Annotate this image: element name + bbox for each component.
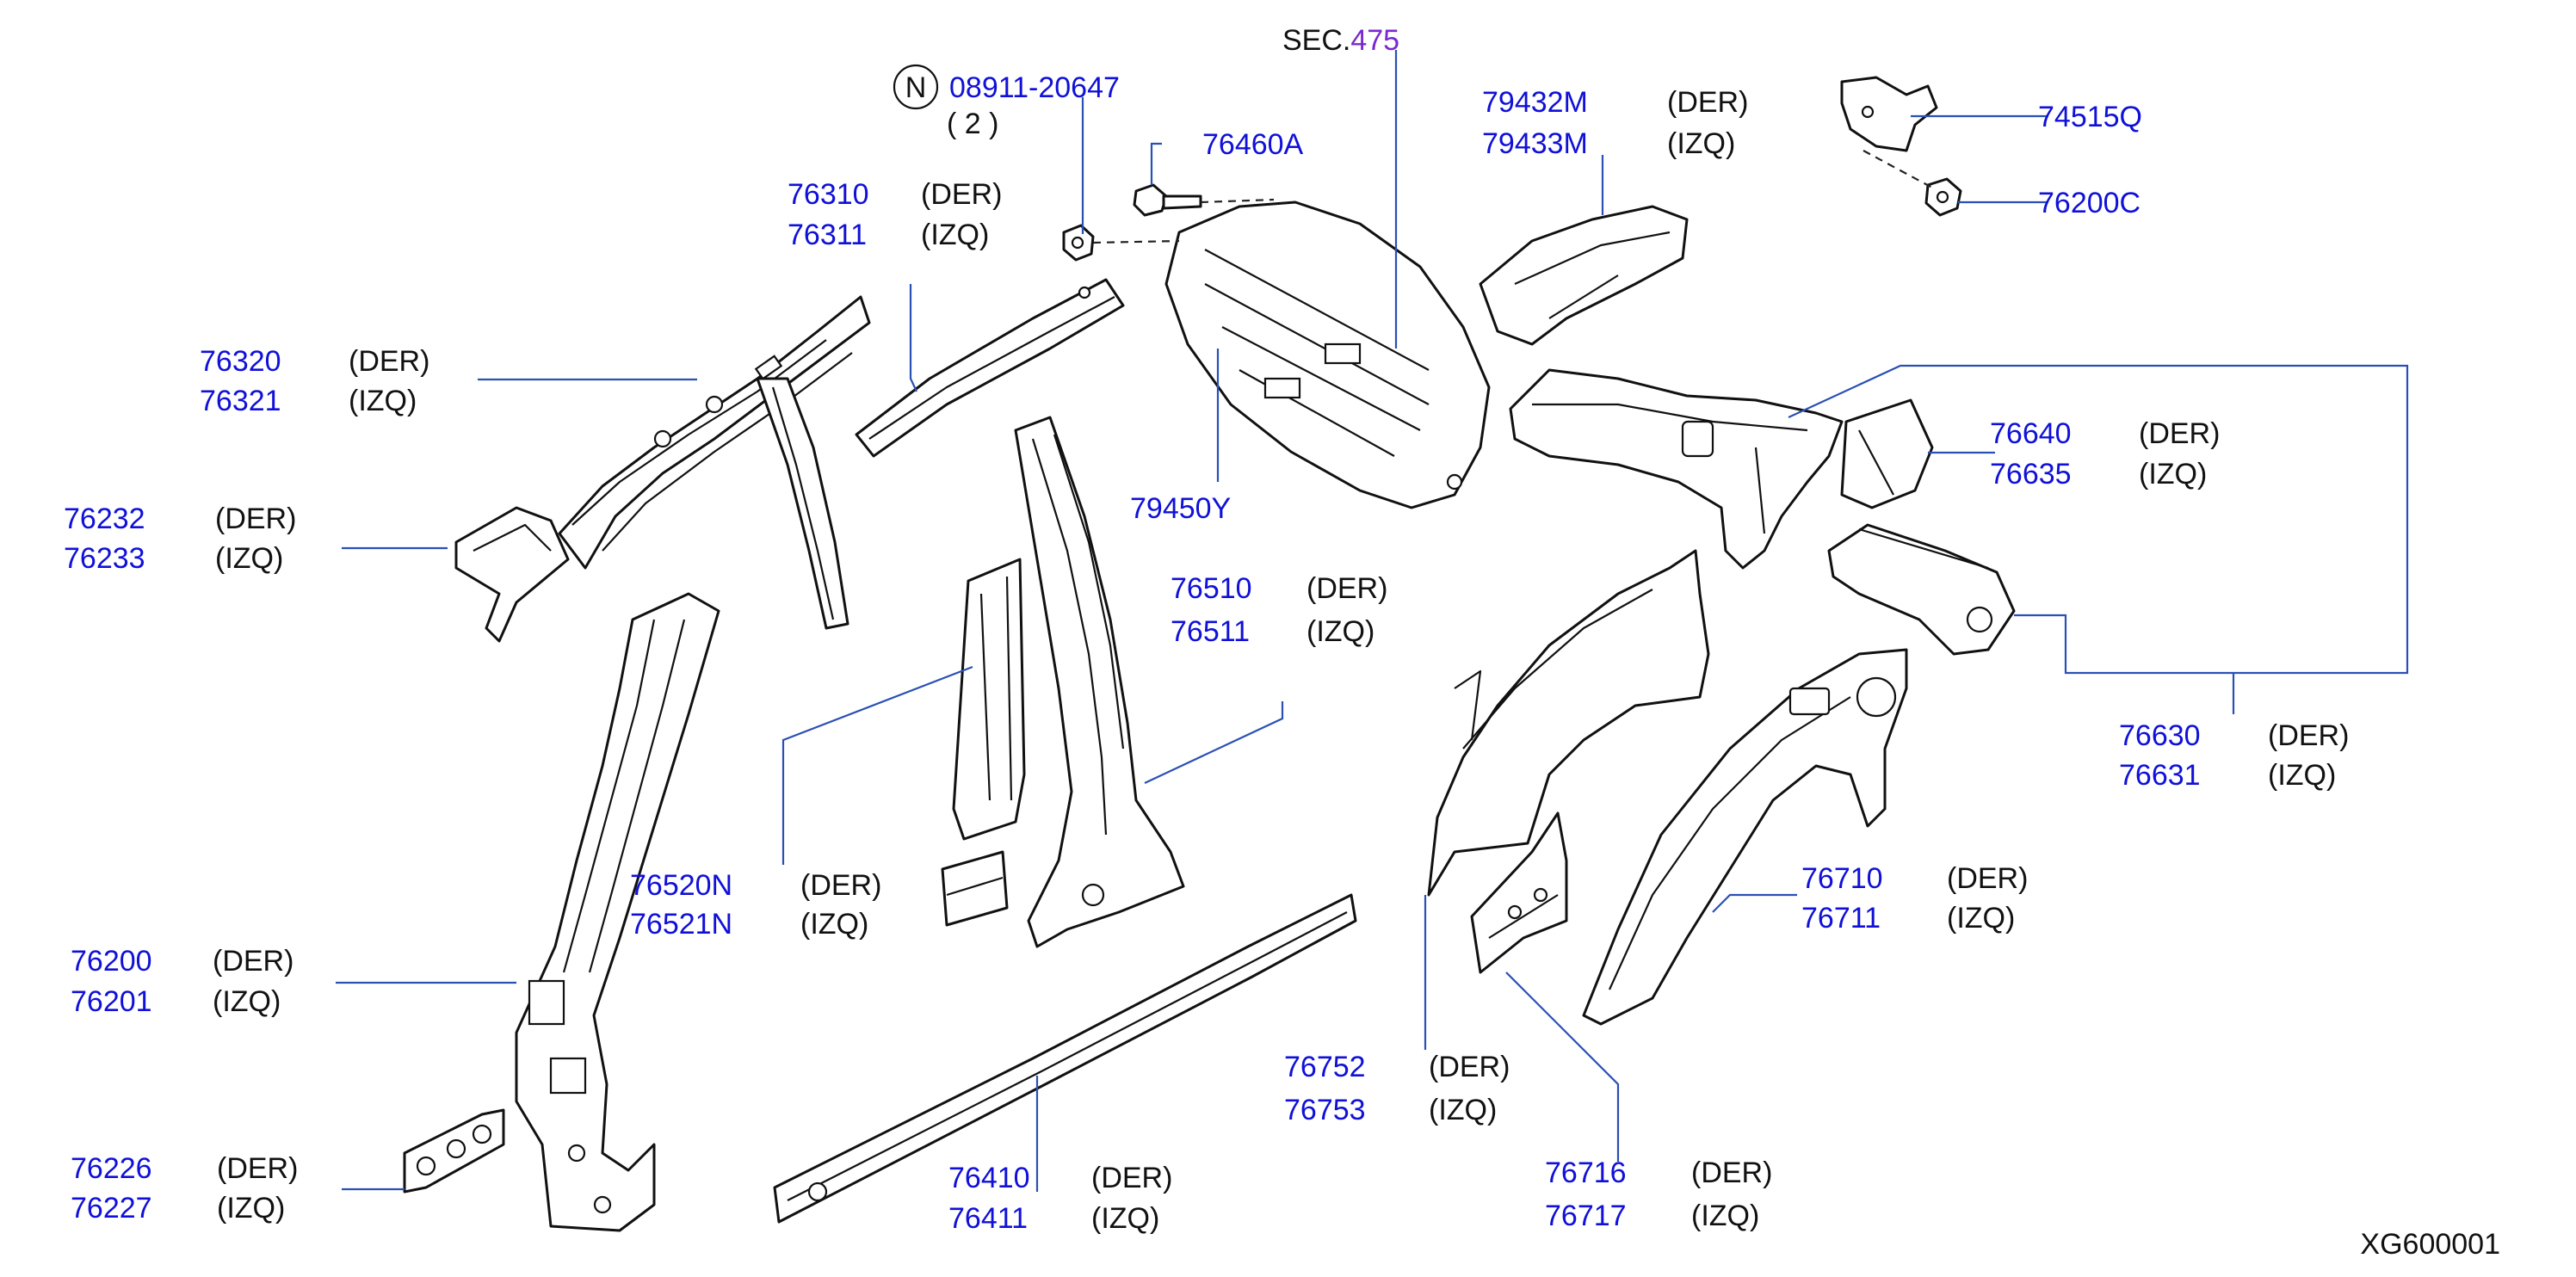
- nut-part: [1062, 224, 1095, 262]
- label-76201[interactable]: 76201: [71, 985, 152, 1018]
- small-bracket-part: [403, 1108, 505, 1194]
- bolt-dashed-line: [1092, 239, 1180, 244]
- side-der: (DER): [213, 945, 293, 978]
- center-pillar-outer-part: [1014, 416, 1185, 948]
- label-76510[interactable]: 76510: [1171, 572, 1252, 605]
- side-izq: (IZQ): [349, 385, 417, 417]
- roof-rail-inner-part: [855, 278, 1125, 458]
- side-der: (DER): [1947, 862, 2028, 895]
- label-76311[interactable]: 76311: [788, 219, 867, 251]
- rear-panel-part: [1164, 200, 1491, 509]
- label-76640[interactable]: 76640: [1990, 417, 2072, 450]
- label-76227[interactable]: 76227: [71, 1192, 152, 1225]
- label-76310[interactable]: 76310: [788, 178, 869, 211]
- label-76411[interactable]: 76411: [948, 1202, 1028, 1235]
- rear-wheelhouse-outer-part: [1582, 648, 1908, 1026]
- label-76320[interactable]: 76320: [200, 345, 281, 378]
- side-izq: (IZQ): [800, 908, 868, 941]
- section-reference: SEC.475: [1282, 24, 1399, 57]
- label-76321[interactable]: 76321: [200, 385, 281, 417]
- side-der: (DER): [800, 869, 881, 902]
- label-76752[interactable]: 76752: [1284, 1051, 1366, 1083]
- label-76232[interactable]: 76232: [64, 503, 145, 535]
- label-76233[interactable]: 76233: [64, 542, 145, 575]
- center-pillar-reinforcement-part: [941, 558, 1026, 927]
- label-76410[interactable]: 76410: [948, 1162, 1030, 1194]
- side-der: (DER): [1091, 1162, 1172, 1194]
- pillar-bracket-part: [454, 506, 570, 643]
- sill-outer-part: [773, 893, 1357, 1224]
- section-prefix: SEC.: [1282, 24, 1350, 57]
- label-79433m[interactable]: 79433M: [1482, 127, 1588, 160]
- n-symbol-letter: N: [905, 71, 927, 104]
- side-der: (DER): [1307, 572, 1387, 605]
- label-76200[interactable]: 76200: [71, 945, 152, 978]
- label-79432m[interactable]: 79432M: [1482, 86, 1588, 119]
- label-08911-20647[interactable]: 08911-20647: [949, 71, 1120, 104]
- bracket-74515q-part: [1840, 76, 1938, 152]
- side-der: (DER): [349, 345, 429, 378]
- side-der: (DER): [217, 1152, 298, 1185]
- side-izq: (IZQ): [2139, 458, 2207, 490]
- label-76716[interactable]: 76716: [1545, 1157, 1627, 1189]
- label-76631[interactable]: 76631: [2119, 759, 2201, 792]
- bolt-dashed-line-2: [1200, 198, 1275, 204]
- side-izq: (IZQ): [1947, 902, 2015, 935]
- nut-76200c-part: [1924, 177, 1962, 217]
- roof-side-rail-part: [558, 295, 871, 570]
- leader-lines: [336, 50, 2409, 1192]
- label-76630[interactable]: 76630: [2119, 719, 2201, 752]
- labels: SEC.475 08911-20647 ( 2 ) 76460A 76310 (…: [64, 24, 2500, 1261]
- rear-brace-part: [1840, 398, 1934, 509]
- side-der: (DER): [2268, 719, 2349, 752]
- label-76753[interactable]: 76753: [1284, 1094, 1366, 1126]
- label-76460a[interactable]: 76460A: [1202, 128, 1304, 161]
- side-der: (DER): [1429, 1051, 1510, 1083]
- side-der: (DER): [215, 503, 296, 535]
- label-76511[interactable]: 76511: [1171, 615, 1250, 648]
- rear-pillar-inner-part: [1509, 368, 1844, 570]
- label-76200c[interactable]: 76200C: [2038, 187, 2140, 219]
- side-izq: (IZQ): [2268, 759, 2336, 792]
- label-76521n[interactable]: 76521N: [630, 908, 732, 941]
- label-quantity: ( 2 ): [947, 108, 998, 140]
- label-76226[interactable]: 76226: [71, 1152, 152, 1185]
- side-izq: (IZQ): [1091, 1202, 1159, 1235]
- rear-extension-part: [1827, 523, 2016, 656]
- side-der: (DER): [921, 178, 1002, 211]
- side-izq: (IZQ): [213, 985, 281, 1018]
- side-izq: (IZQ): [1691, 1200, 1759, 1232]
- front-pillar-part: [515, 592, 720, 1232]
- n-symbol: N: [893, 64, 939, 110]
- gusset-part: [1479, 205, 1689, 346]
- label-74515q[interactable]: 74515Q: [2038, 101, 2142, 133]
- pillar-strut-part: [756, 377, 849, 630]
- label-76635[interactable]: 76635: [1990, 458, 2072, 490]
- side-der: (DER): [2139, 417, 2220, 450]
- bolt-part: [1133, 183, 1202, 217]
- diagram-code: XG600001: [2360, 1228, 2500, 1261]
- label-76520n[interactable]: 76520N: [630, 869, 732, 902]
- wheelhouse-bracket-part: [1470, 811, 1568, 974]
- side-izq: (IZQ): [215, 542, 283, 575]
- side-izq: (IZQ): [921, 219, 989, 251]
- label-76717[interactable]: 76717: [1545, 1200, 1627, 1232]
- bracket-dashed-line: [1863, 150, 1933, 188]
- rear-wheelhouse-inner-part: [1427, 549, 1710, 897]
- side-izq: (IZQ): [1429, 1094, 1497, 1126]
- label-76710[interactable]: 76710: [1801, 862, 1883, 895]
- side-der: (DER): [1667, 86, 1748, 119]
- side-izq: (IZQ): [1667, 127, 1735, 160]
- side-der: (DER): [1691, 1157, 1772, 1189]
- side-izq: (IZQ): [1307, 615, 1374, 648]
- side-izq: (IZQ): [217, 1192, 285, 1225]
- section-number: 475: [1350, 24, 1399, 57]
- label-76711[interactable]: 76711: [1801, 902, 1881, 935]
- label-79450y[interactable]: 79450Y: [1130, 492, 1231, 525]
